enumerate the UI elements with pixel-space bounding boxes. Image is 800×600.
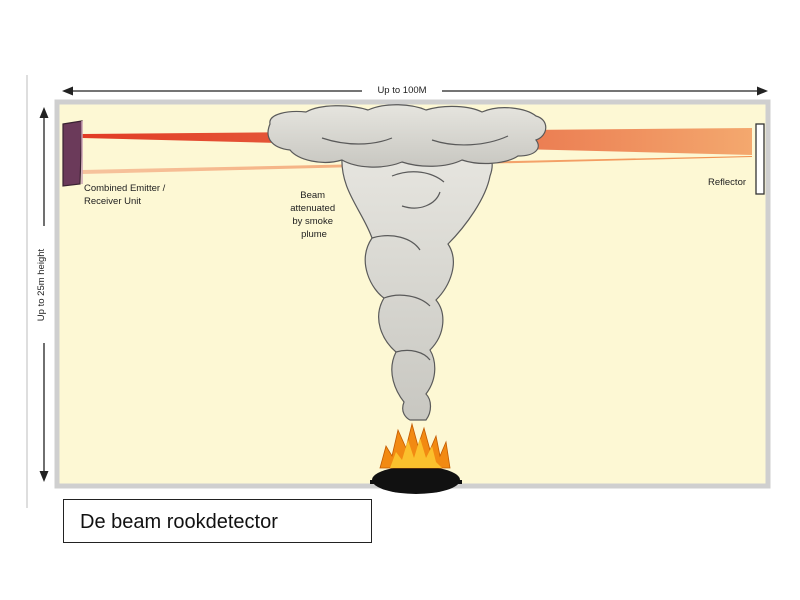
smoke-plume (267, 104, 547, 421)
width-dimension-arrow (62, 86, 768, 96)
height-label: Up to 25m height (36, 248, 47, 321)
caption-text: De beam rookdetector (80, 511, 278, 533)
fire-flames (379, 422, 451, 469)
height-dimension-arrow (39, 107, 49, 482)
emitter-receiver-unit (62, 120, 83, 187)
emitter-label: Combined Emitter / Receiver Unit (84, 183, 168, 207)
beam-attenuated-label: Beam attenuated by smoke plume (290, 190, 338, 240)
reflector (755, 123, 765, 195)
reflector-label: Reflector (708, 177, 746, 188)
caption-box: De beam rookdetector (63, 499, 372, 543)
width-label: Up to 100M (377, 85, 426, 96)
